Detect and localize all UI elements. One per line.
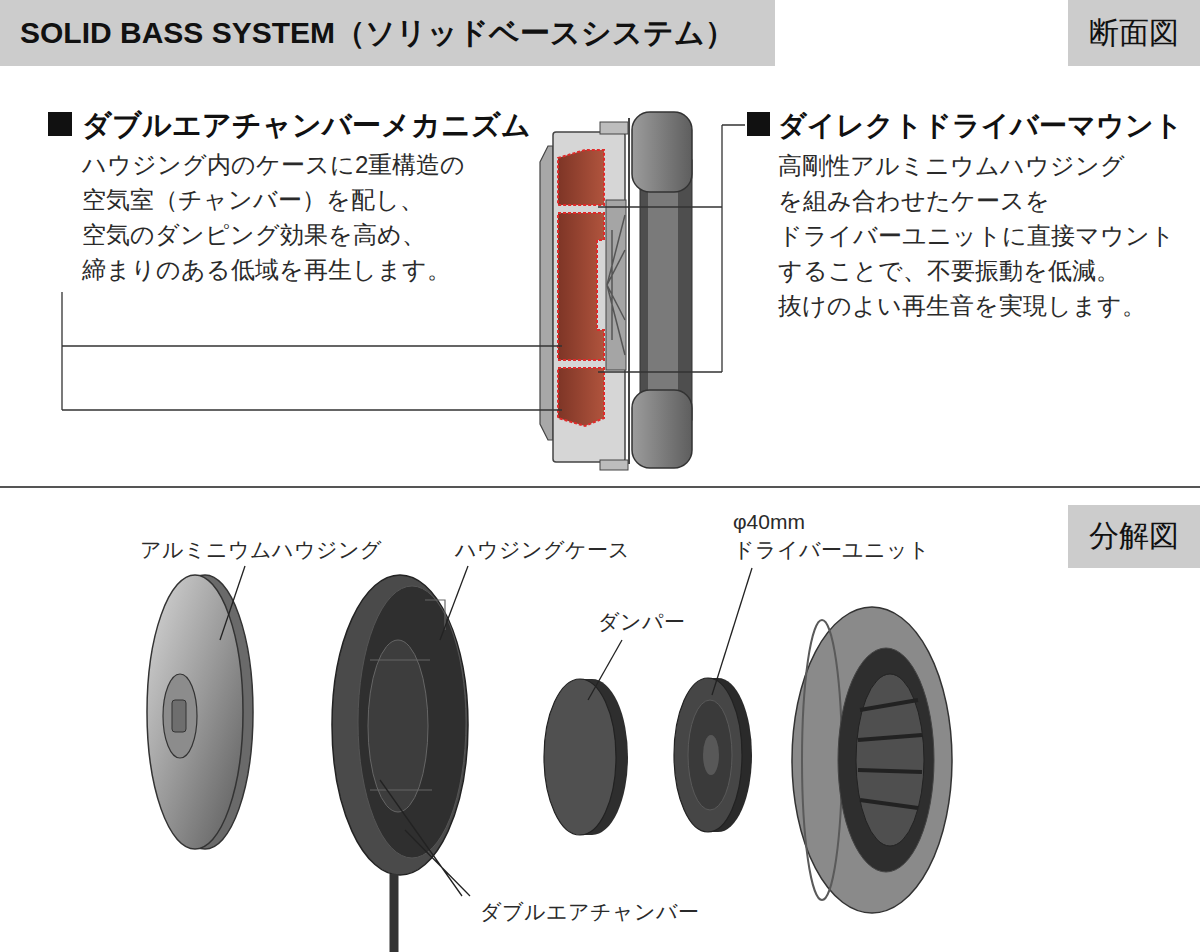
divider-line [0,486,1200,488]
section-heading: ダイレクトドライバーマウント [778,107,1183,144]
title-text: SOLID BASS SYSTEM（ソリッドベースシステム） [20,13,735,54]
leader-line [588,640,622,700]
section-body: 高剛性アルミニウムハウジング を組み合わせたケースを ドライバーユニットに直接マ… [778,148,1188,323]
view-tab: 断面図 [1068,0,1200,66]
part-label: φ40mm ドライバーユニット [733,508,938,564]
aluminium-housing-section [540,146,553,440]
section-body: ハウジング内のケースに2重構造の 空気室（チャンバー）を配し、 空気のダンピング… [82,147,502,287]
earpad-section [632,112,692,192]
cable [390,874,399,952]
air-chamber [558,213,604,360]
section-heading: ダブルエアチャンバーメカニズム [82,106,531,144]
driver-section [606,200,626,370]
part-label: ハウジングケース [455,536,630,564]
baffle-line [628,118,630,464]
housing-case [358,586,466,858]
driver-detail [607,215,625,355]
housing-knob [172,700,186,732]
leader-line [62,292,562,410]
earpad-grill [856,674,924,846]
earpad-section [648,170,678,410]
housing-case-section [553,132,625,462]
earpad [802,620,842,900]
earpad-grill [858,700,922,808]
case-tab [600,122,628,134]
part-label: アルミニウムハウジング [140,536,382,564]
leader-line [380,780,470,896]
earpad-section [632,390,692,468]
chamber-wall [370,600,445,790]
driver-unit [674,678,742,832]
earpad [792,607,952,913]
earpad [838,648,934,872]
title-band: SOLID BASS SYSTEM（ソリッドベースシステム） [0,0,775,66]
leader-line [220,566,245,640]
air-chamber [558,368,604,426]
leader-line [598,125,745,372]
part-label: ダブルエアチャンバー [480,898,699,926]
view-tab: 分解図 [1068,505,1200,568]
case-tab [600,460,628,470]
leader-line [712,568,752,695]
view-label: 分解図 [1089,516,1179,557]
bullet-square [48,112,72,136]
housing-knob [163,674,197,758]
view-label: 断面図 [1089,13,1179,54]
damper [544,679,616,835]
earpad-section [640,160,692,420]
bullet-square [747,112,770,136]
driver-unit [688,700,732,810]
driver-unit [703,735,719,775]
part-label: ダンパー [598,608,685,636]
chamber-wall [368,640,428,812]
leader-line [440,566,468,640]
air-chamber [558,150,604,205]
